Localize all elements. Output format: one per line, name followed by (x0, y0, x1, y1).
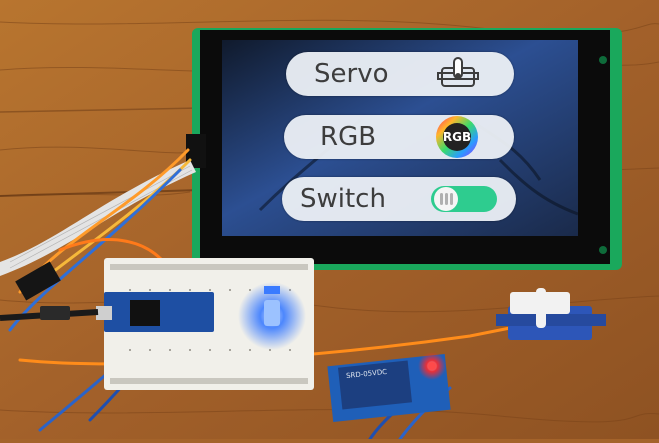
rgb-button[interactable]: RGB RGB (284, 115, 514, 159)
switch-button[interactable]: Switch (282, 177, 516, 221)
usb-cable (0, 306, 99, 321)
servo-motor (496, 288, 606, 340)
switch-button-label: Switch (300, 184, 386, 214)
relay-module (327, 352, 451, 423)
rgb-button-label: RGB (320, 122, 377, 152)
rgb-color-wheel-icon: RGB (434, 114, 480, 160)
servo-button[interactable]: Servo (286, 52, 514, 96)
rgb-icon-text: RGB (442, 130, 472, 144)
servo-button-label: Servo (314, 59, 389, 89)
arduino-nano-board (96, 292, 214, 332)
toggle-switch-icon[interactable] (430, 185, 498, 213)
servo-icon (437, 57, 479, 87)
rgb-led (238, 282, 306, 350)
